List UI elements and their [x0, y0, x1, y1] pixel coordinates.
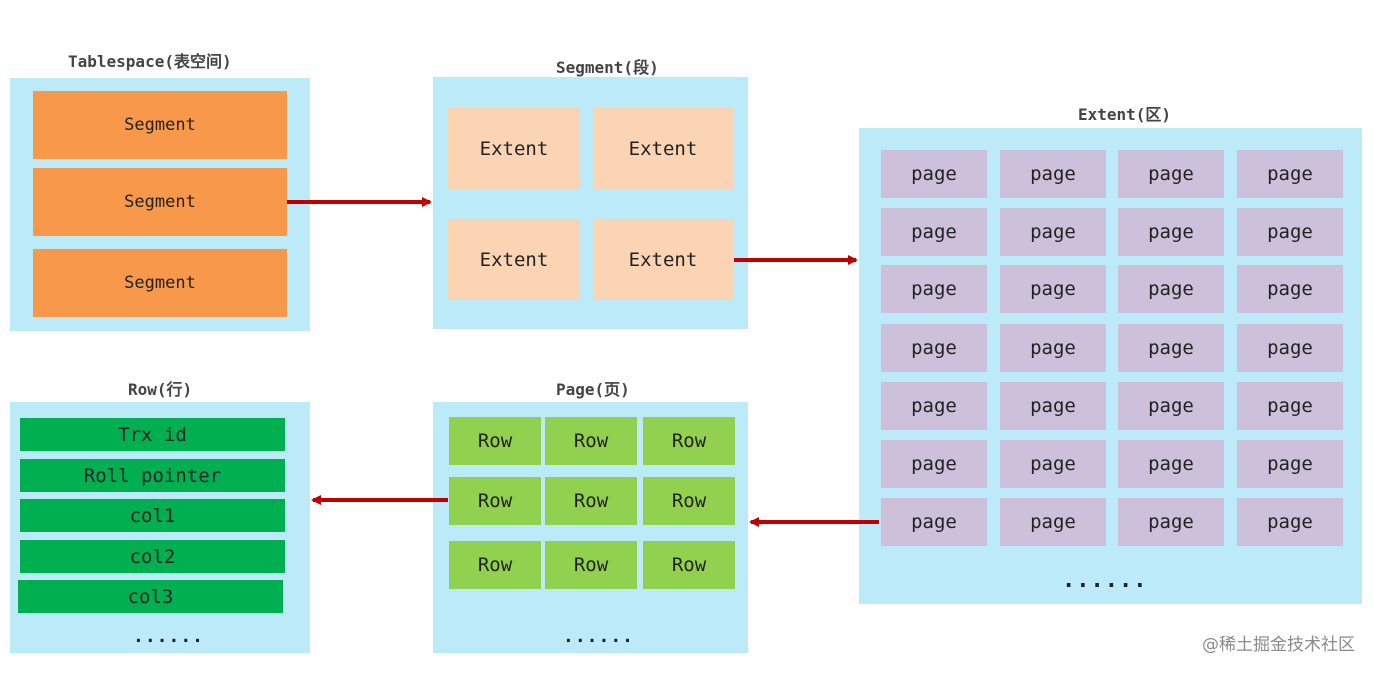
extent-box: Extent [448, 219, 580, 300]
page-cell: page [1118, 498, 1224, 546]
page-cell: page [1118, 382, 1224, 430]
segment-box: Segment [33, 168, 287, 236]
page-cell: page [1000, 440, 1106, 488]
page-cell: page [1000, 324, 1106, 372]
extent-box: Extent [593, 108, 733, 189]
row-cell: Row [449, 541, 541, 589]
page-cell: page [1237, 498, 1343, 546]
segment-box: Segment [33, 249, 287, 317]
extent-ellipsis: ...... [1062, 568, 1148, 593]
page-cell: page [1237, 382, 1343, 430]
page-cell: page [1237, 265, 1343, 313]
extent-box: Extent [448, 108, 580, 189]
row-cell: Row [545, 417, 637, 465]
page-cell: page [1118, 440, 1224, 488]
extent-box: Extent [593, 219, 733, 300]
row-field: Roll pointer [20, 459, 285, 492]
page-cell: page [1000, 208, 1106, 256]
page-title: Page(页) [556, 380, 630, 399]
page-cell: page [881, 324, 987, 372]
page-cell: page [1000, 498, 1106, 546]
page-cell: page [1118, 150, 1224, 198]
page-cell: page [1000, 150, 1106, 198]
page-cell: page [1237, 440, 1343, 488]
page-cell: page [1237, 324, 1343, 372]
page-cell: page [1118, 265, 1224, 313]
page-cell: page [1237, 208, 1343, 256]
page-cell: page [1237, 150, 1343, 198]
row-field: col1 [20, 499, 285, 532]
page-cell: page [881, 440, 987, 488]
row-cell: Row [545, 477, 637, 525]
row-field: col3 [18, 580, 283, 613]
row-cell: Row [643, 417, 735, 465]
page-cell: page [1000, 382, 1106, 430]
tablespace-panel: Segment Segment Segment [10, 78, 310, 331]
segment-title: Segment(段) [556, 58, 659, 77]
row-field: col2 [20, 540, 285, 573]
page-cell: page [881, 498, 987, 546]
page-cell: page [881, 265, 987, 313]
page-cell: page [881, 150, 987, 198]
row-panel: Trx id Roll pointer col1 col2 col3 .....… [10, 402, 310, 653]
watermark: @稀土掘金技术社区 [1202, 635, 1355, 655]
extent-title: Extent(区) [1078, 105, 1172, 124]
page-cell: page [881, 382, 987, 430]
page-cell: page [1118, 208, 1224, 256]
row-cell: Row [449, 417, 541, 465]
page-cell: page [1118, 324, 1224, 372]
row-field: Trx id [20, 418, 285, 451]
row-ellipsis: ...... [133, 626, 205, 647]
page-cell: page [1000, 265, 1106, 313]
segment-panel: Extent Extent Extent Extent [433, 77, 748, 329]
page-ellipsis: ...... [563, 626, 635, 647]
page-cell: page [881, 208, 987, 256]
row-cell: Row [643, 477, 735, 525]
segment-box: Segment [33, 91, 287, 159]
row-title: Row(行) [128, 380, 193, 399]
row-cell: Row [545, 541, 637, 589]
row-cell: Row [643, 541, 735, 589]
row-cell: Row [449, 477, 541, 525]
tablespace-title: Tablespace(表空间) [68, 52, 232, 71]
